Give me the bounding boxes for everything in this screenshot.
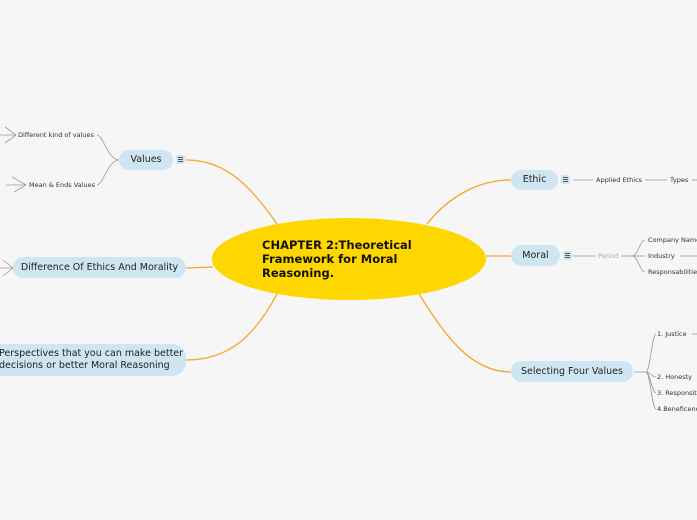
- topic-perspectives-label: Perspectives that you can make better de…: [0, 348, 184, 371]
- topic-moral[interactable]: Moral: [511, 245, 560, 266]
- subtopic-honesty[interactable]: 2. Honesty: [657, 373, 693, 381]
- note-icon[interactable]: [176, 155, 185, 164]
- subtopic-industry[interactable]: Industry: [648, 252, 675, 260]
- subtopic-different-kind-of-values[interactable]: Different kind of values: [18, 131, 94, 139]
- connector-selecting: [418, 293, 512, 373]
- topic-selecting-label: Selecting Four Values: [521, 365, 623, 377]
- connector-difference: [185, 266, 214, 269]
- connector-values-mean: [96, 159, 120, 186]
- connector-ethic: [426, 179, 512, 225]
- subtopic-responsibility[interactable]: 3. Responsit: [657, 389, 697, 397]
- central-topic[interactable]: CHAPTER 2:Theoretical Framework for Mora…: [212, 218, 486, 300]
- topic-difference-label: Difference Of Ethics And Morality: [20, 261, 179, 273]
- subtopic-types[interactable]: Types: [670, 176, 689, 184]
- topic-values-label: Values: [130, 154, 162, 165]
- connector-values-kind: [96, 134, 120, 161]
- subtopic-responsabilities[interactable]: Responsabilities: [648, 268, 697, 276]
- note-icon[interactable]: [563, 251, 572, 260]
- subtopic-justice[interactable]: 1. Justice: [657, 330, 687, 338]
- note-icon[interactable]: [561, 175, 570, 184]
- subtopic-company-name[interactable]: Company Name: [648, 236, 697, 244]
- topic-ethic[interactable]: Ethic: [511, 170, 558, 190]
- topic-difference-ethics-morality[interactable]: Difference Of Ethics And Morality: [13, 257, 186, 278]
- subtopic-mean-ends-values[interactable]: Mean & Ends Values: [29, 181, 95, 189]
- subtopic-beneficence[interactable]: 4.Beneficenc: [657, 405, 697, 413]
- subtopic-period[interactable]: Period: [598, 252, 619, 260]
- central-topic-title: CHAPTER 2:Theoretical Framework for Mora…: [262, 238, 412, 280]
- topic-perspectives[interactable]: Perspectives that you can make better de…: [0, 344, 186, 376]
- connector-values: [185, 159, 278, 225]
- subtopic-applied-ethics[interactable]: Applied Ethics: [596, 176, 643, 184]
- topic-moral-label: Moral: [522, 249, 549, 261]
- topic-values[interactable]: Values: [119, 150, 173, 170]
- topic-selecting-four-values[interactable]: Selecting Four Values: [511, 361, 633, 382]
- connector-perspectives: [185, 293, 278, 361]
- topic-ethic-label: Ethic: [522, 174, 547, 185]
